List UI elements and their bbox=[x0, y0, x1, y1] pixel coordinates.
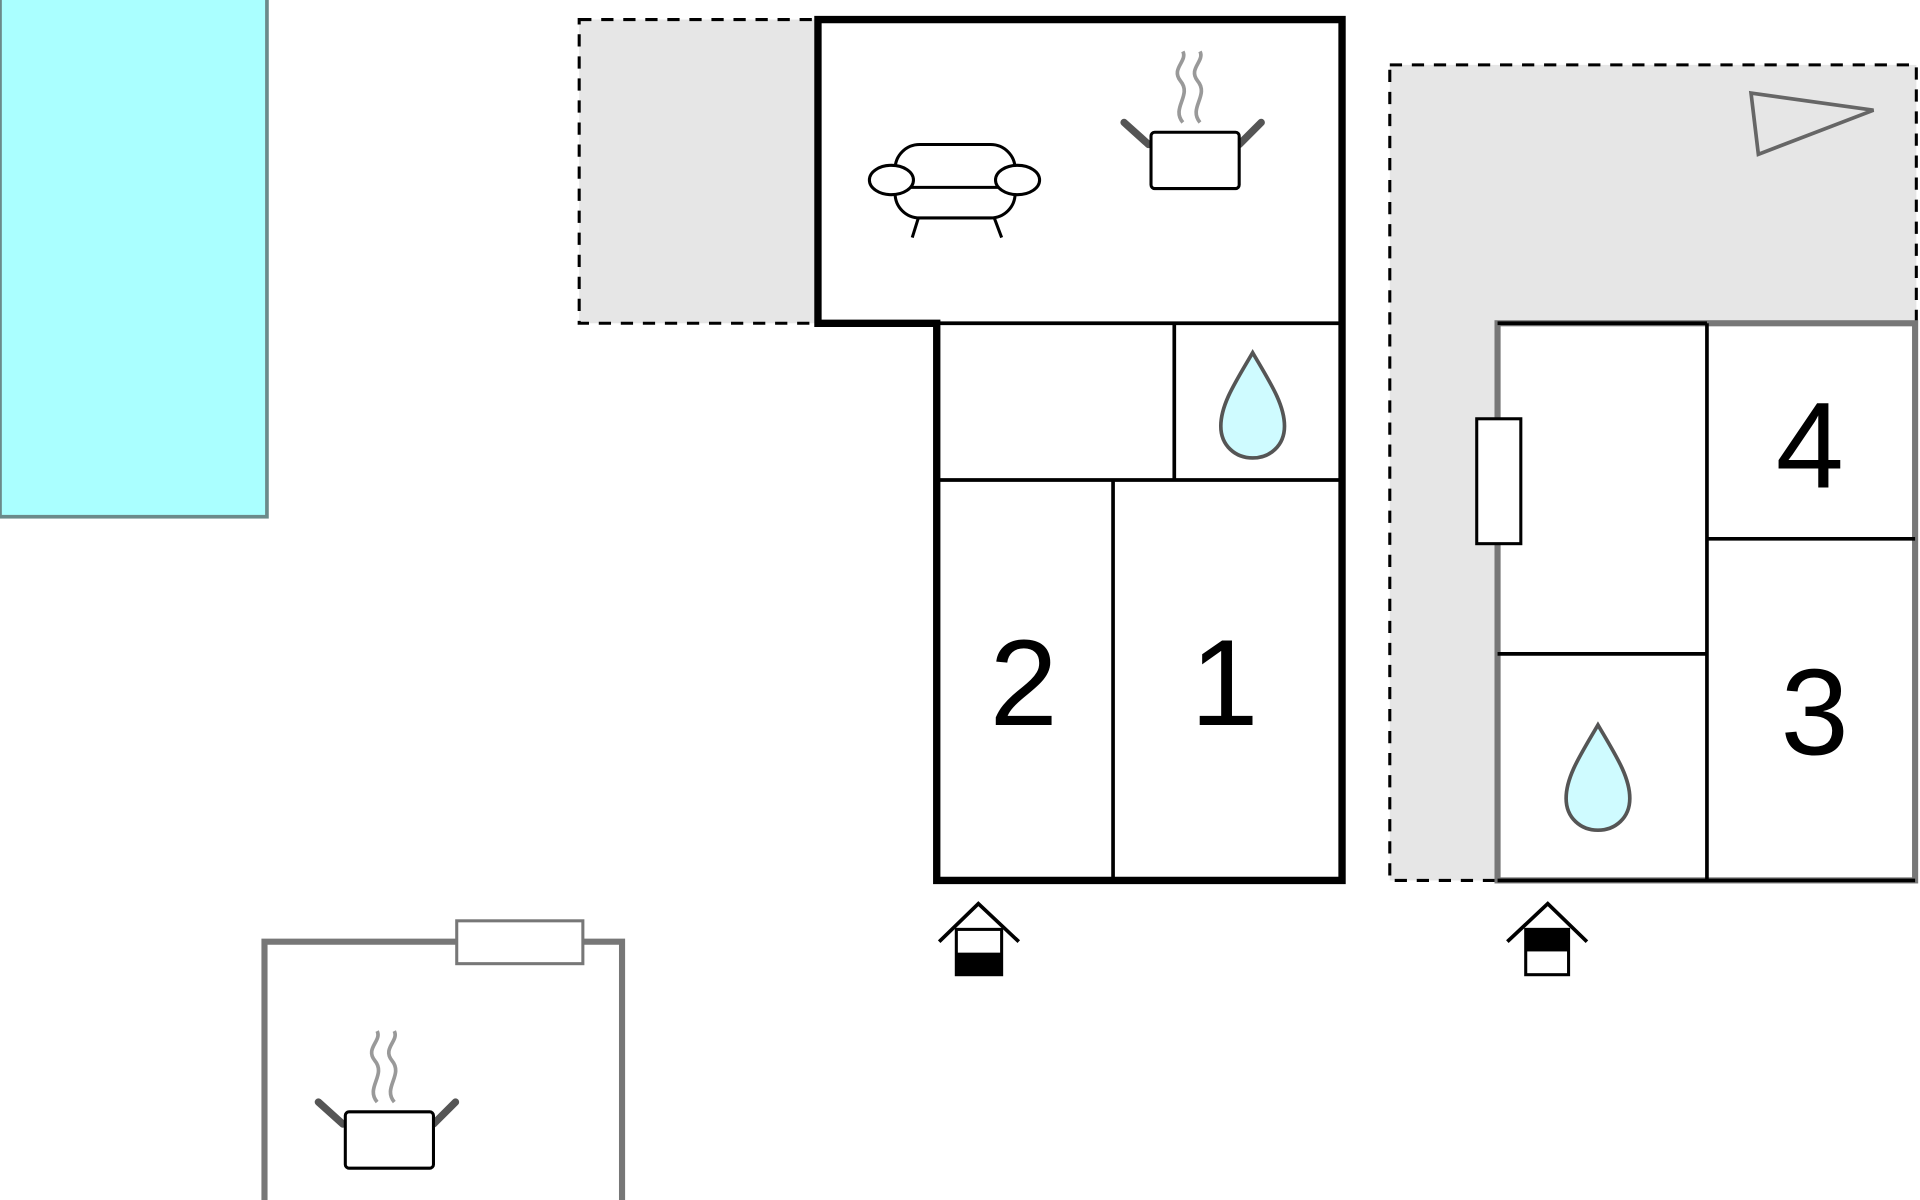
main-building-outline bbox=[814, 15, 1346, 885]
room-label: 3 bbox=[1781, 643, 1849, 780]
sofa-icon bbox=[867, 142, 1042, 239]
main-building: 2 1 bbox=[814, 15, 1346, 977]
north-arrow-icon bbox=[1748, 90, 1875, 157]
annex-building: 4 3 bbox=[1475, 320, 1919, 977]
pool bbox=[0, 0, 269, 519]
entrance-icon bbox=[937, 901, 1021, 977]
window-icon bbox=[455, 919, 585, 966]
room-label: 1 bbox=[1190, 614, 1258, 751]
terrace-left bbox=[577, 18, 820, 325]
window-icon bbox=[1475, 417, 1523, 546]
room-label: 4 bbox=[1776, 376, 1844, 513]
outbuilding-outline bbox=[261, 938, 626, 1200]
room-label: 2 bbox=[990, 614, 1058, 751]
entrance-icon bbox=[1506, 901, 1589, 977]
outbuilding bbox=[261, 919, 626, 1200]
